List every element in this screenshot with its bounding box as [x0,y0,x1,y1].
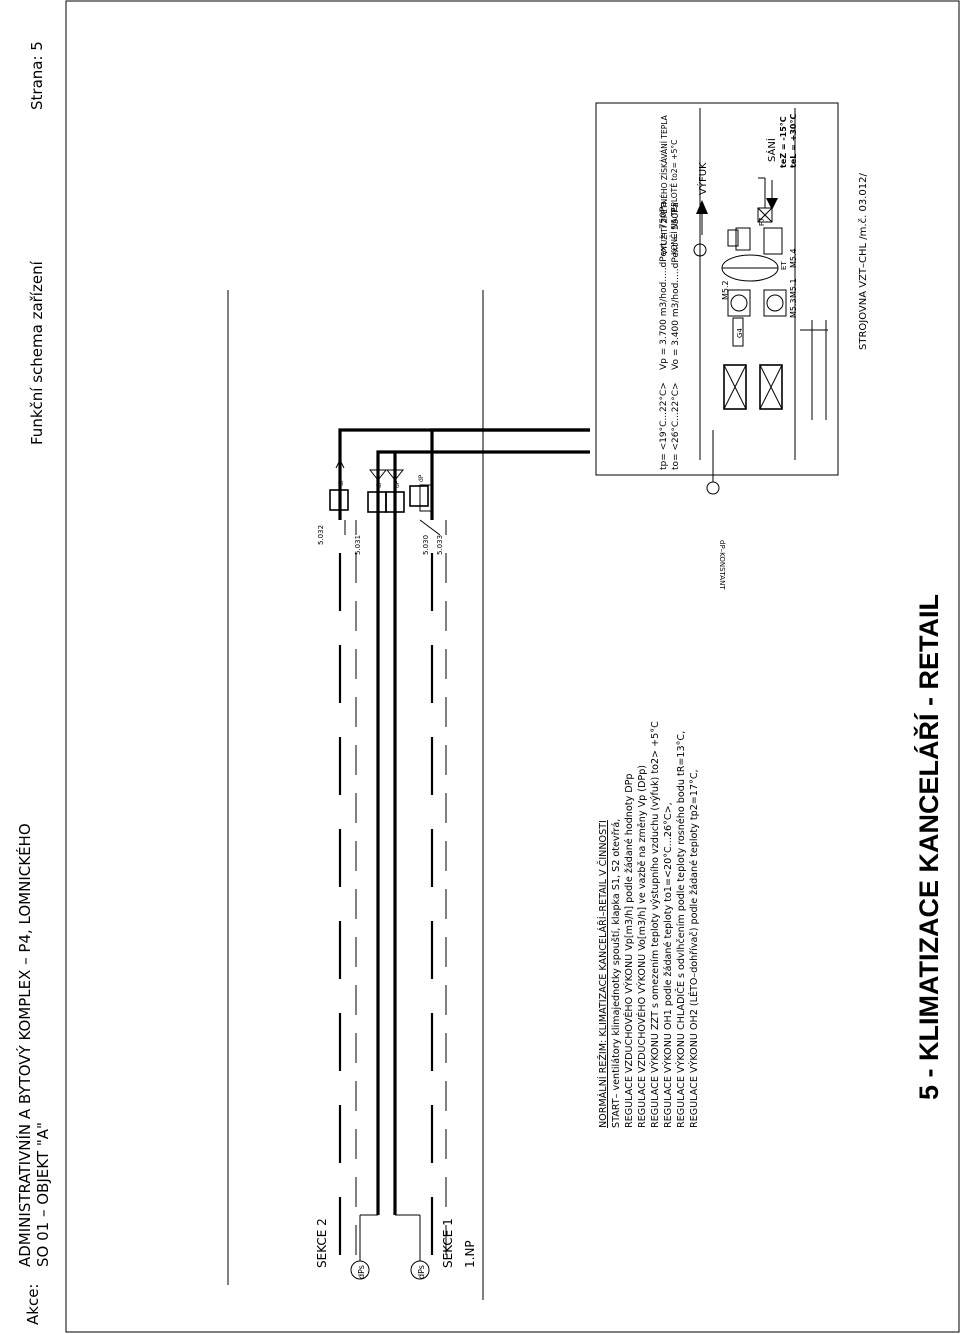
section-2-label: SEKCE 2 [315,1218,329,1268]
dps-sensor-lower: dPs [395,1214,430,1280]
notes-heading: NORMÁLNÍ REŽIM: KLIMATIZACE KANCELÁŘÍ–RE… [596,820,609,1128]
machine-room-label: STROJOVNA VZT–CHL /m.č. 03.012/ [857,173,869,350]
svg-text:M5.1: M5.1 [789,278,798,298]
project-line-1: ADMINISTRATIVNÍN A BYTOVÝ KOMPLEX – P4, … [15,823,34,1267]
duct-mid-bend [376,450,590,510]
note-line-2: REGULACE VZDUCHOVÉHO VÝKONU Vp[m3/h] pod… [622,774,635,1129]
ahu-leaders [800,320,828,420]
ahu-vp: Vp = 3.700 m3/hod.....dPext = 750Pa [659,201,669,370]
svg-text:ET: ET [780,261,788,270]
extract-fan [763,289,787,317]
exhaust-outlet: VÝFUK [696,162,709,235]
svg-text:dPs: dPs [357,1265,366,1279]
intake-inlet: SÁNÍ teZ = -15°C teL = +30°C [765,114,798,210]
section-1-label: SEKCE 1 [441,1218,455,1268]
filter-g4-extract [759,364,783,410]
intake-temp-summer: teL = +30°C [789,114,798,168]
document-title: Funkční schema zařízení [28,260,46,445]
notes-block: NORMÁLNÍ REŽIM: KLIMATIZACE KANCELÁŘÍ–RE… [596,721,700,1128]
page-number: Strana: 5 [28,41,46,110]
sheet-title: 5 - KLIMATIZACE KANCELÁŘÍ - RETAIL [913,594,944,1100]
svg-text:G4: G4 [736,328,744,338]
svg-text:dP: dP [418,474,425,482]
damper-actuator [693,243,707,257]
svg-text:5.031: 5.031 [354,535,362,555]
duct-unit-5-033: dP 5.033 [409,474,444,555]
svg-text:M5.4: M5.4 [789,248,798,268]
header-block: Akce: ADMINISTRATIVNÍN A BYTOVÝ KOMPLEX … [15,41,52,1325]
ahu-text: tp= <19°C...22°C> to= <26°C...22°C> Vp =… [659,201,681,470]
dp-constant-sensor: dP–KONSTANT [706,430,726,590]
svg-text:dP–KONSTANT: dP–KONSTANT [718,540,726,590]
supply-fan [727,289,751,317]
dps-sensor-upper: dPs [350,1214,378,1280]
floor-level-label: 1.NP [463,1240,477,1268]
exhaust-label: VÝFUK [696,162,709,195]
svg-text:5.032: 5.032 [317,525,325,545]
duct-lower-bend [430,428,590,520]
ahu-components: G4 M5.3 M5.2 M5.1 ET M5.4 F7 [693,108,798,460]
ahu-frame [595,102,839,476]
svg-text:dP: dP [338,478,345,486]
svg-text:dP: dP [376,480,383,488]
ahu-heat-recovery-text: VYUŽITÍ ZPĚTNÉHO ZÍSKÁVÁNÍ TEPLA KONČÍ N… [660,114,679,255]
note-line-3: REGULACE VZDUCHOVÉHO VÝKONU Vo[m3/h] ve … [635,765,648,1128]
svg-text:KONČÍ NA TEPLOTĚ to2= +5°C: KONČÍ NA TEPLOTĚ to2= +5°C [670,140,679,255]
svg-text:M5.2: M5.2 [721,280,730,300]
svg-text:5.033: 5.033 [436,535,444,555]
note-line-5: REGULACE VÝKONU OH1 podle žádané teploty… [661,802,674,1128]
svg-text:5.030: 5.030 [422,535,430,555]
duct-unit-5-031: dP 5.031 [354,469,388,555]
note-line-6: REGULACE VÝKONU CHLADIČE s odvlhčením po… [674,731,687,1128]
ahu-vo: Vo = 3.400 m3/hod.....dPext = 550Pa [671,202,681,370]
cooler-coil [763,227,783,255]
svg-text:M5.3: M5.3 [789,298,798,318]
note-line-4: REGULACE VÝKONU ZZT s omezením teploty v… [648,721,661,1128]
sheet-title-block: 5 - KLIMATIZACE KANCELÁŘÍ - RETAIL [913,594,944,1100]
intake-temp-winter: teZ = -15°C [779,116,788,168]
svg-text:dPs: dPs [417,1265,426,1279]
ahu-to: to= <26°C...22°C> [671,382,681,470]
duct-unit-5-030: dP 5.030 [385,469,430,555]
filter-g4-supply [723,364,747,410]
akce-label: Akce: [24,1284,42,1325]
duct-unit-5-032: dP 5.032 [317,458,349,545]
svg-text:VYUŽITÍ ZPĚTNÉHO ZÍSKÁVÁNÍ TEP: VYUŽITÍ ZPĚTNÉHO ZÍSKÁVÁNÍ TEPLA [660,114,669,255]
intake-label: SÁNÍ [765,138,778,162]
ahu-tp: tp= <19°C...22°C> [659,382,669,470]
note-line-1: START– ventilátory klimajednotky spouští… [610,819,622,1128]
sheet-border [65,0,960,1333]
note-line-7: REGULACE VÝKONU OH2 (LÉTO–dohřívač) podl… [687,769,700,1128]
svg-text:dP: dP [394,480,401,488]
project-line-2: SO 01 – OBJEKT "A" [34,1122,52,1267]
